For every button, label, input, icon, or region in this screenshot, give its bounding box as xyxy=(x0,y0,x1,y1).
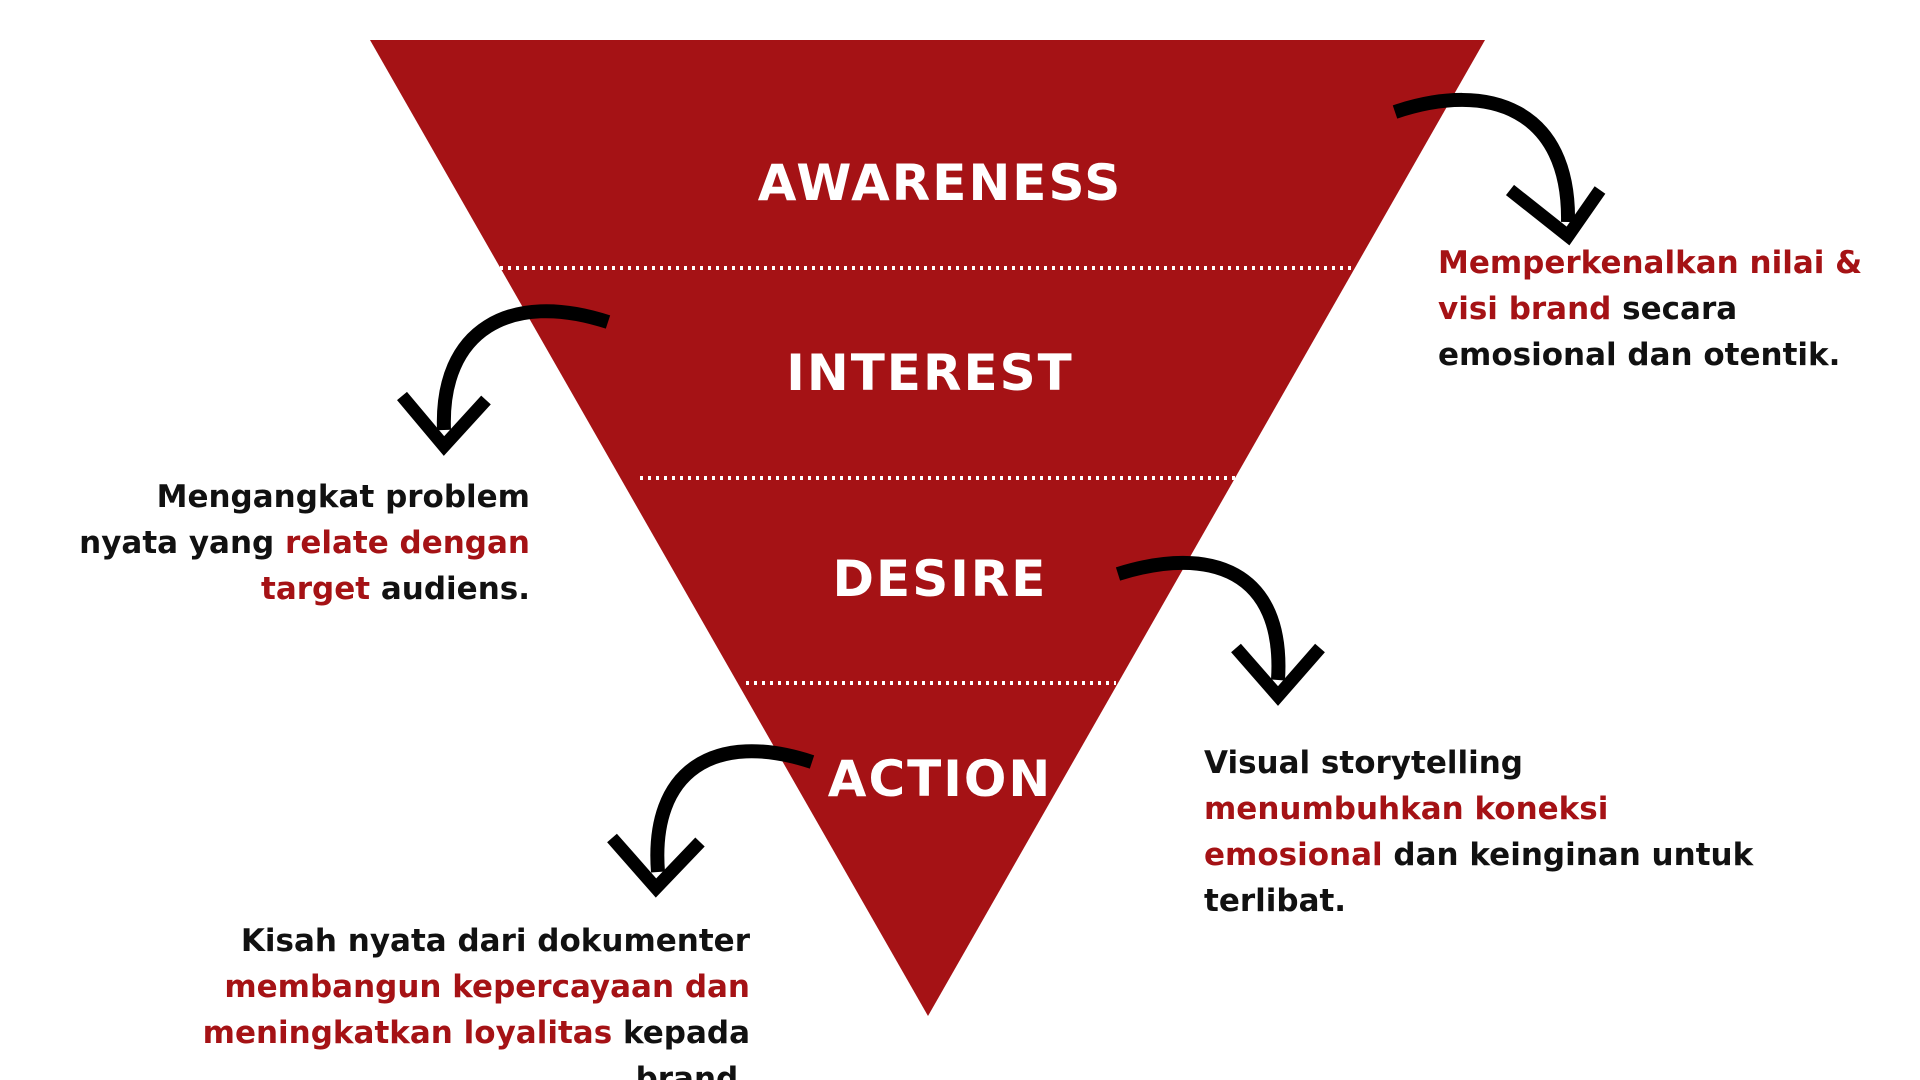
interest-text-2: audiens. xyxy=(370,571,530,607)
stage-label-action: ACTION xyxy=(828,750,1052,808)
stage-label-desire: DESIRE xyxy=(833,550,1048,608)
action-arrow-icon xyxy=(607,744,815,898)
awareness-text: secara emosional dan otentik. xyxy=(1438,291,1841,373)
interest-arrow-icon xyxy=(397,304,611,456)
awareness-highlight: Memperkenalkan nilai & visi brand xyxy=(1438,245,1863,327)
desire-text-1: Visual storytelling xyxy=(1204,745,1523,781)
stage-label-interest: INTEREST xyxy=(786,344,1073,402)
action-highlight: membangun kepercayaan dan meningkatkan l… xyxy=(202,969,750,1051)
interest-text-1: Mengangkat problem nyata yang xyxy=(79,479,530,561)
awareness-arrow-icon xyxy=(1392,93,1606,246)
funnel-triangle xyxy=(370,40,1485,1016)
desire-text-2: dan keinginan untuk terlibat. xyxy=(1204,837,1754,919)
desire-arrow-icon xyxy=(1115,555,1325,706)
interest-highlight: relate dengan target xyxy=(261,525,530,607)
stage-label-awareness: AWARENESS xyxy=(758,154,1122,212)
interest-description: Mengangkat problem nyata yang relate den… xyxy=(60,474,530,612)
desire-highlight: menumbuhkan koneksi emosional xyxy=(1204,791,1609,873)
action-text-1: Kisah nyata dari dokumenter xyxy=(240,923,750,959)
desire-description: Visual storytelling menumbuhkan koneksi … xyxy=(1204,740,1784,924)
awareness-description: Memperkenalkan nilai & visi brand secara… xyxy=(1438,240,1908,378)
action-description: Kisah nyata dari dokumenter membangun ke… xyxy=(120,918,750,1080)
action-text-2: kepada brand. xyxy=(612,1015,750,1080)
